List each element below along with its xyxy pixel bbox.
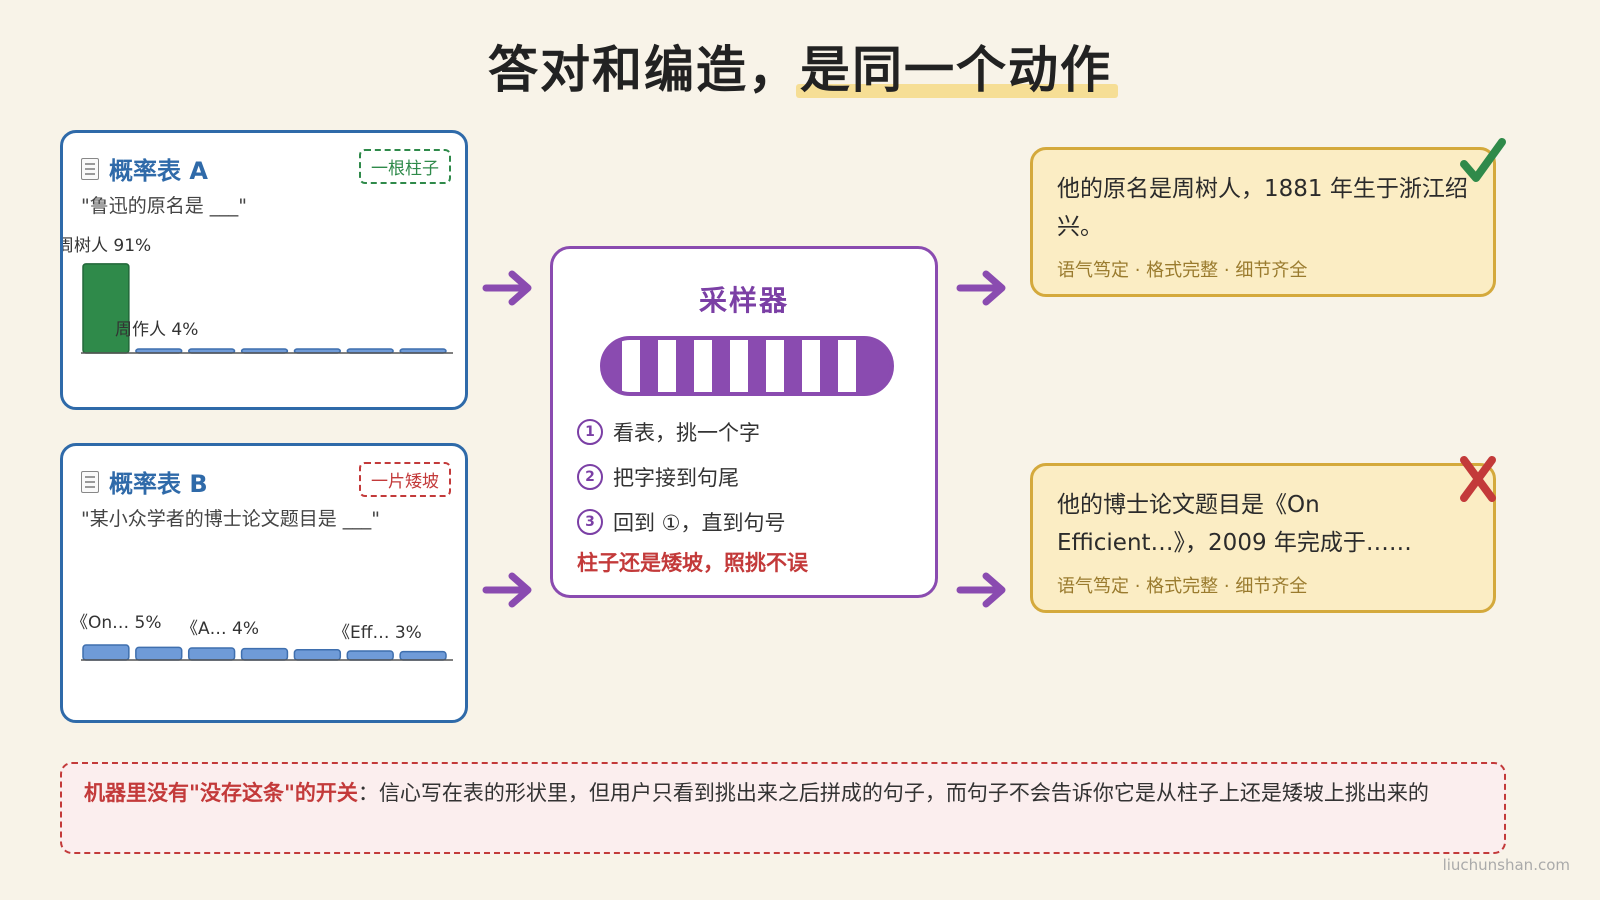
bottom-note-text: ：信心写在表的形状里，但用户只看到挑出来之后拼成的句子，而句子不会告诉你它是从柱… — [357, 781, 1429, 805]
document-icon — [81, 157, 99, 180]
chart-bar — [135, 646, 183, 661]
bottom-note-lead: 机器里没有"没存这条"的开关 — [84, 781, 358, 805]
step-number: 3 — [577, 508, 603, 535]
arrow-right-icon — [482, 270, 532, 306]
document-icon — [81, 470, 99, 493]
output-a-text: 他的原名是周树人，1881 年生于浙江绍兴。 — [1057, 176, 1468, 240]
step-number: 1 — [577, 418, 603, 445]
page-title: 答对和编造，是同一个动作 — [0, 30, 1600, 102]
arrow-right-icon — [956, 270, 1006, 306]
chart-bar — [346, 650, 394, 661]
chart-a-top-label: 周树人 91% — [63, 236, 151, 256]
roller-icon — [600, 336, 894, 396]
chart-b-label-1: 《On… 5% — [71, 613, 162, 633]
card-b-tag: 一片矮坡 — [359, 462, 451, 497]
probability-table-b: 概率表 B 一片矮坡 "某小众学者的博士论文题目是 ___" 《On… 5% 《… — [60, 443, 468, 723]
probability-table-a: 概率表 A 一根柱子 "鲁迅的原名是 ___" 周树人 91% 周作人 4% — [60, 130, 468, 410]
title-highlight: 是同一个动作 — [796, 30, 1118, 102]
card-a-header: 概率表 A — [81, 151, 208, 186]
arrow-right-icon — [956, 572, 1006, 608]
chart-b-label-3: 《Eff… 3% — [333, 623, 422, 643]
card-a-title: 概率表 A — [109, 157, 208, 185]
chart-bar — [293, 649, 342, 661]
step-text: 把字接到句尾 — [613, 465, 739, 490]
sampler-steps: 1 看表，挑一个字 2 把字接到句尾 3 回到 ①，直到句号 — [577, 409, 786, 544]
step-text: 看表，挑一个字 — [613, 420, 760, 445]
check-mark-icon — [1460, 138, 1506, 182]
chart-bar — [82, 644, 130, 661]
chart-bar — [187, 647, 236, 661]
card-b-header: 概率表 B — [81, 464, 208, 499]
chart-b-label-2: 《A… 4% — [181, 619, 259, 639]
output-box-b: 他的博士论文题目是《On Efficient…》，2009 年完成于…… 语气笃… — [1030, 463, 1496, 613]
card-b-prompt: "某小众学者的博士论文题目是 ___" — [81, 508, 381, 530]
cross-mark-icon — [1460, 456, 1496, 502]
chart-bar — [240, 647, 289, 661]
step-number: 2 — [577, 463, 603, 490]
step-text: 回到 ①，直到句号 — [613, 510, 786, 535]
chart-a: 周树人 91% 周作人 4% — [63, 236, 453, 354]
output-b-text: 他的博士论文题目是《On Efficient…》，2009 年完成于…… — [1057, 492, 1412, 556]
card-b-title: 概率表 B — [109, 470, 208, 498]
bottom-note: 机器里没有"没存这条"的开关：信心写在表的形状里，但用户只看到挑出来之后拼成的句… — [60, 762, 1506, 854]
sampler-title: 采样器 — [698, 284, 789, 317]
sampler-note: 柱子还是矮坡，照挑不误 — [577, 551, 808, 575]
arrow-right-icon — [482, 572, 532, 608]
chart-b: 《On… 5% 《A… 4% 《Eff… 3% — [71, 613, 453, 661]
sampler-step-2: 2 把字接到句尾 — [577, 454, 786, 499]
sampler-step-1: 1 看表，挑一个字 — [577, 409, 786, 454]
chart-bar — [399, 650, 447, 661]
output-a-meta: 语气笃定 · 格式完整 · 细节齐全 — [1057, 260, 1308, 281]
sampler-step-3: 3 回到 ①，直到句号 — [577, 499, 786, 544]
site-credit: liuchunshan.com — [1442, 856, 1570, 874]
chart-a-second-label: 周作人 4% — [115, 320, 198, 340]
output-b-meta: 语气笃定 · 格式完整 · 细节齐全 — [1057, 576, 1308, 597]
card-a-tag: 一根柱子 — [359, 149, 451, 184]
sampler-box: 采样器 1 看表，挑一个字 2 把字接到句尾 3 回到 ①，直到句号 — [550, 246, 938, 598]
output-box-a: 他的原名是周树人，1881 年生于浙江绍兴。 语气笃定 · 格式完整 · 细节齐… — [1030, 147, 1496, 297]
card-a-prompt: "鲁迅的原名是 ___" — [81, 195, 248, 217]
title-main: 答对和编造， — [488, 41, 800, 99]
